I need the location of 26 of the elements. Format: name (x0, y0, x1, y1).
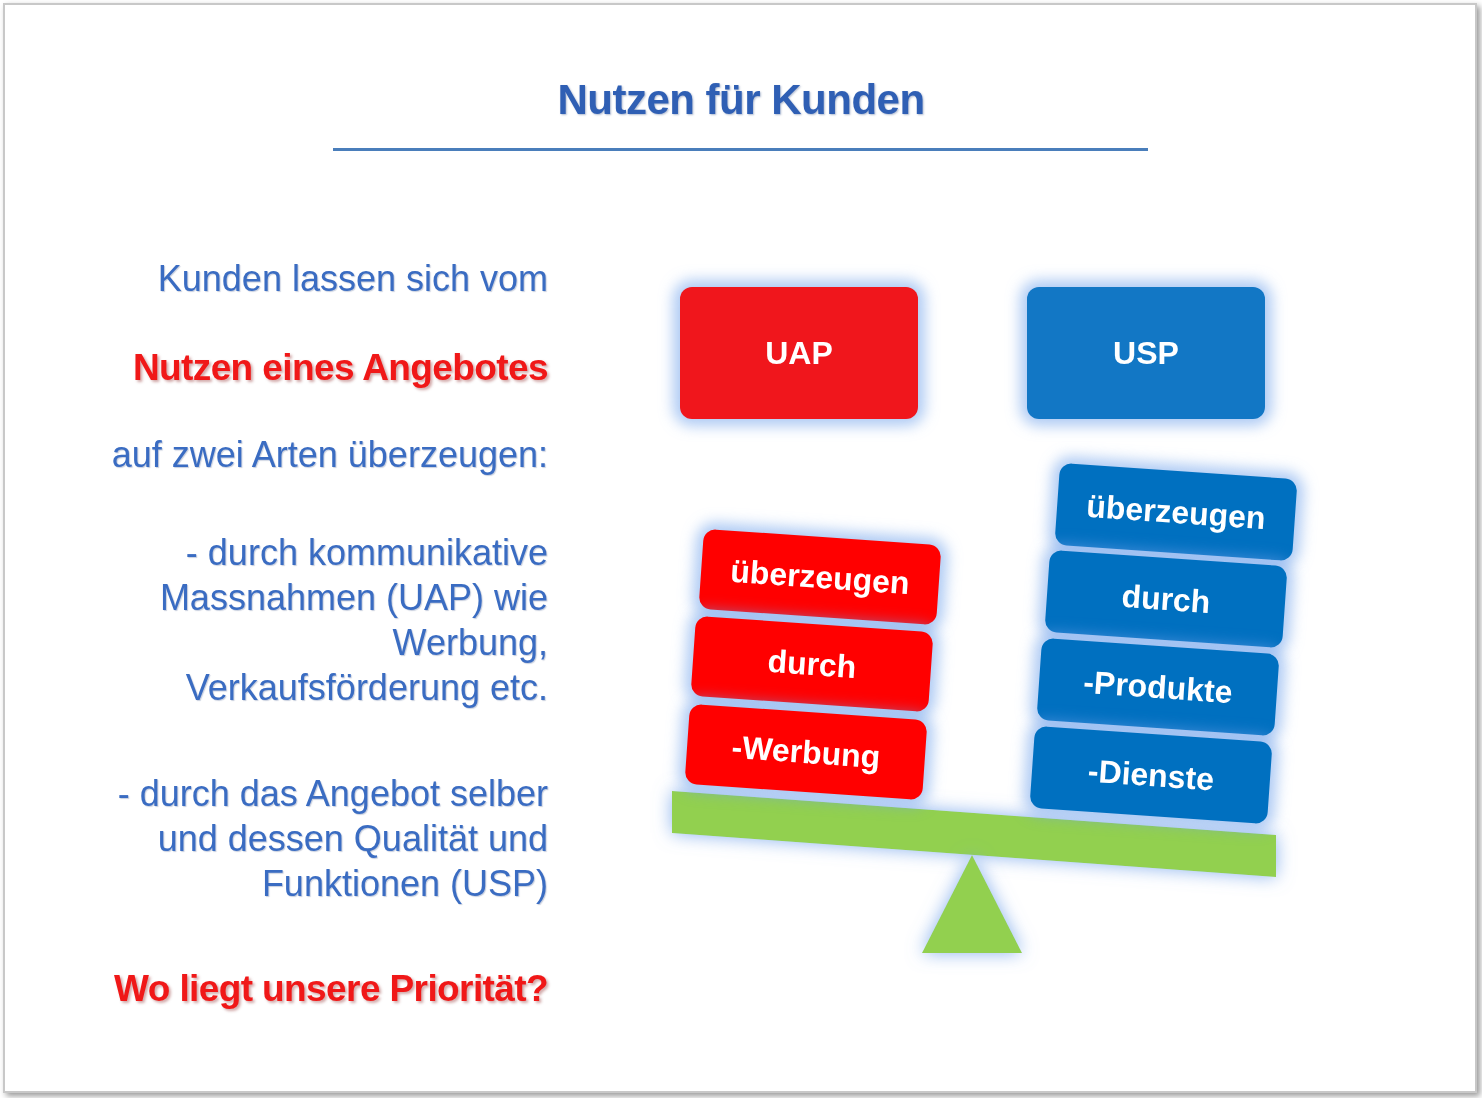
block-label: -Dienste (1086, 752, 1216, 798)
stacked-block (690, 615, 934, 713)
highlight-text: Nutzen eines Angebotes (131, 346, 548, 390)
fulcrum-triangle (922, 855, 1022, 953)
block-label: durch (766, 642, 858, 686)
box-label: UAP (765, 334, 833, 372)
bullet-text: - durch das Angebot selber und dessen Qualität und Funktionen (USP) (116, 772, 548, 906)
category-box (1027, 287, 1265, 419)
block-label: überzeugen (729, 552, 911, 602)
intro-text: auf zwei Arten überzeugen: (110, 433, 548, 477)
bullet-text: - durch kommunikative Massnahmen (UAP) wie Werbung, Verkaufsförderung etc. (158, 531, 548, 710)
block-label: -Werbung (730, 728, 882, 776)
block-label: überzeugen (1085, 487, 1267, 537)
category-box (680, 287, 918, 419)
slide-title: Nutzen für Kunden (557, 76, 925, 123)
intro-text: Kunden lassen sich vom (156, 257, 548, 301)
question-text: Wo liegt unsere Priorität? (113, 967, 548, 1011)
stacked-block (684, 703, 928, 801)
block-label: -Produkte (1082, 663, 1234, 711)
block-label: durch (1120, 577, 1212, 621)
box-label: USP (1113, 334, 1179, 372)
stacked-block (1036, 637, 1280, 737)
stacked-block (698, 528, 942, 626)
stacked-block (1029, 725, 1273, 825)
stacked-block (1044, 549, 1288, 649)
stacked-block (1054, 462, 1298, 562)
